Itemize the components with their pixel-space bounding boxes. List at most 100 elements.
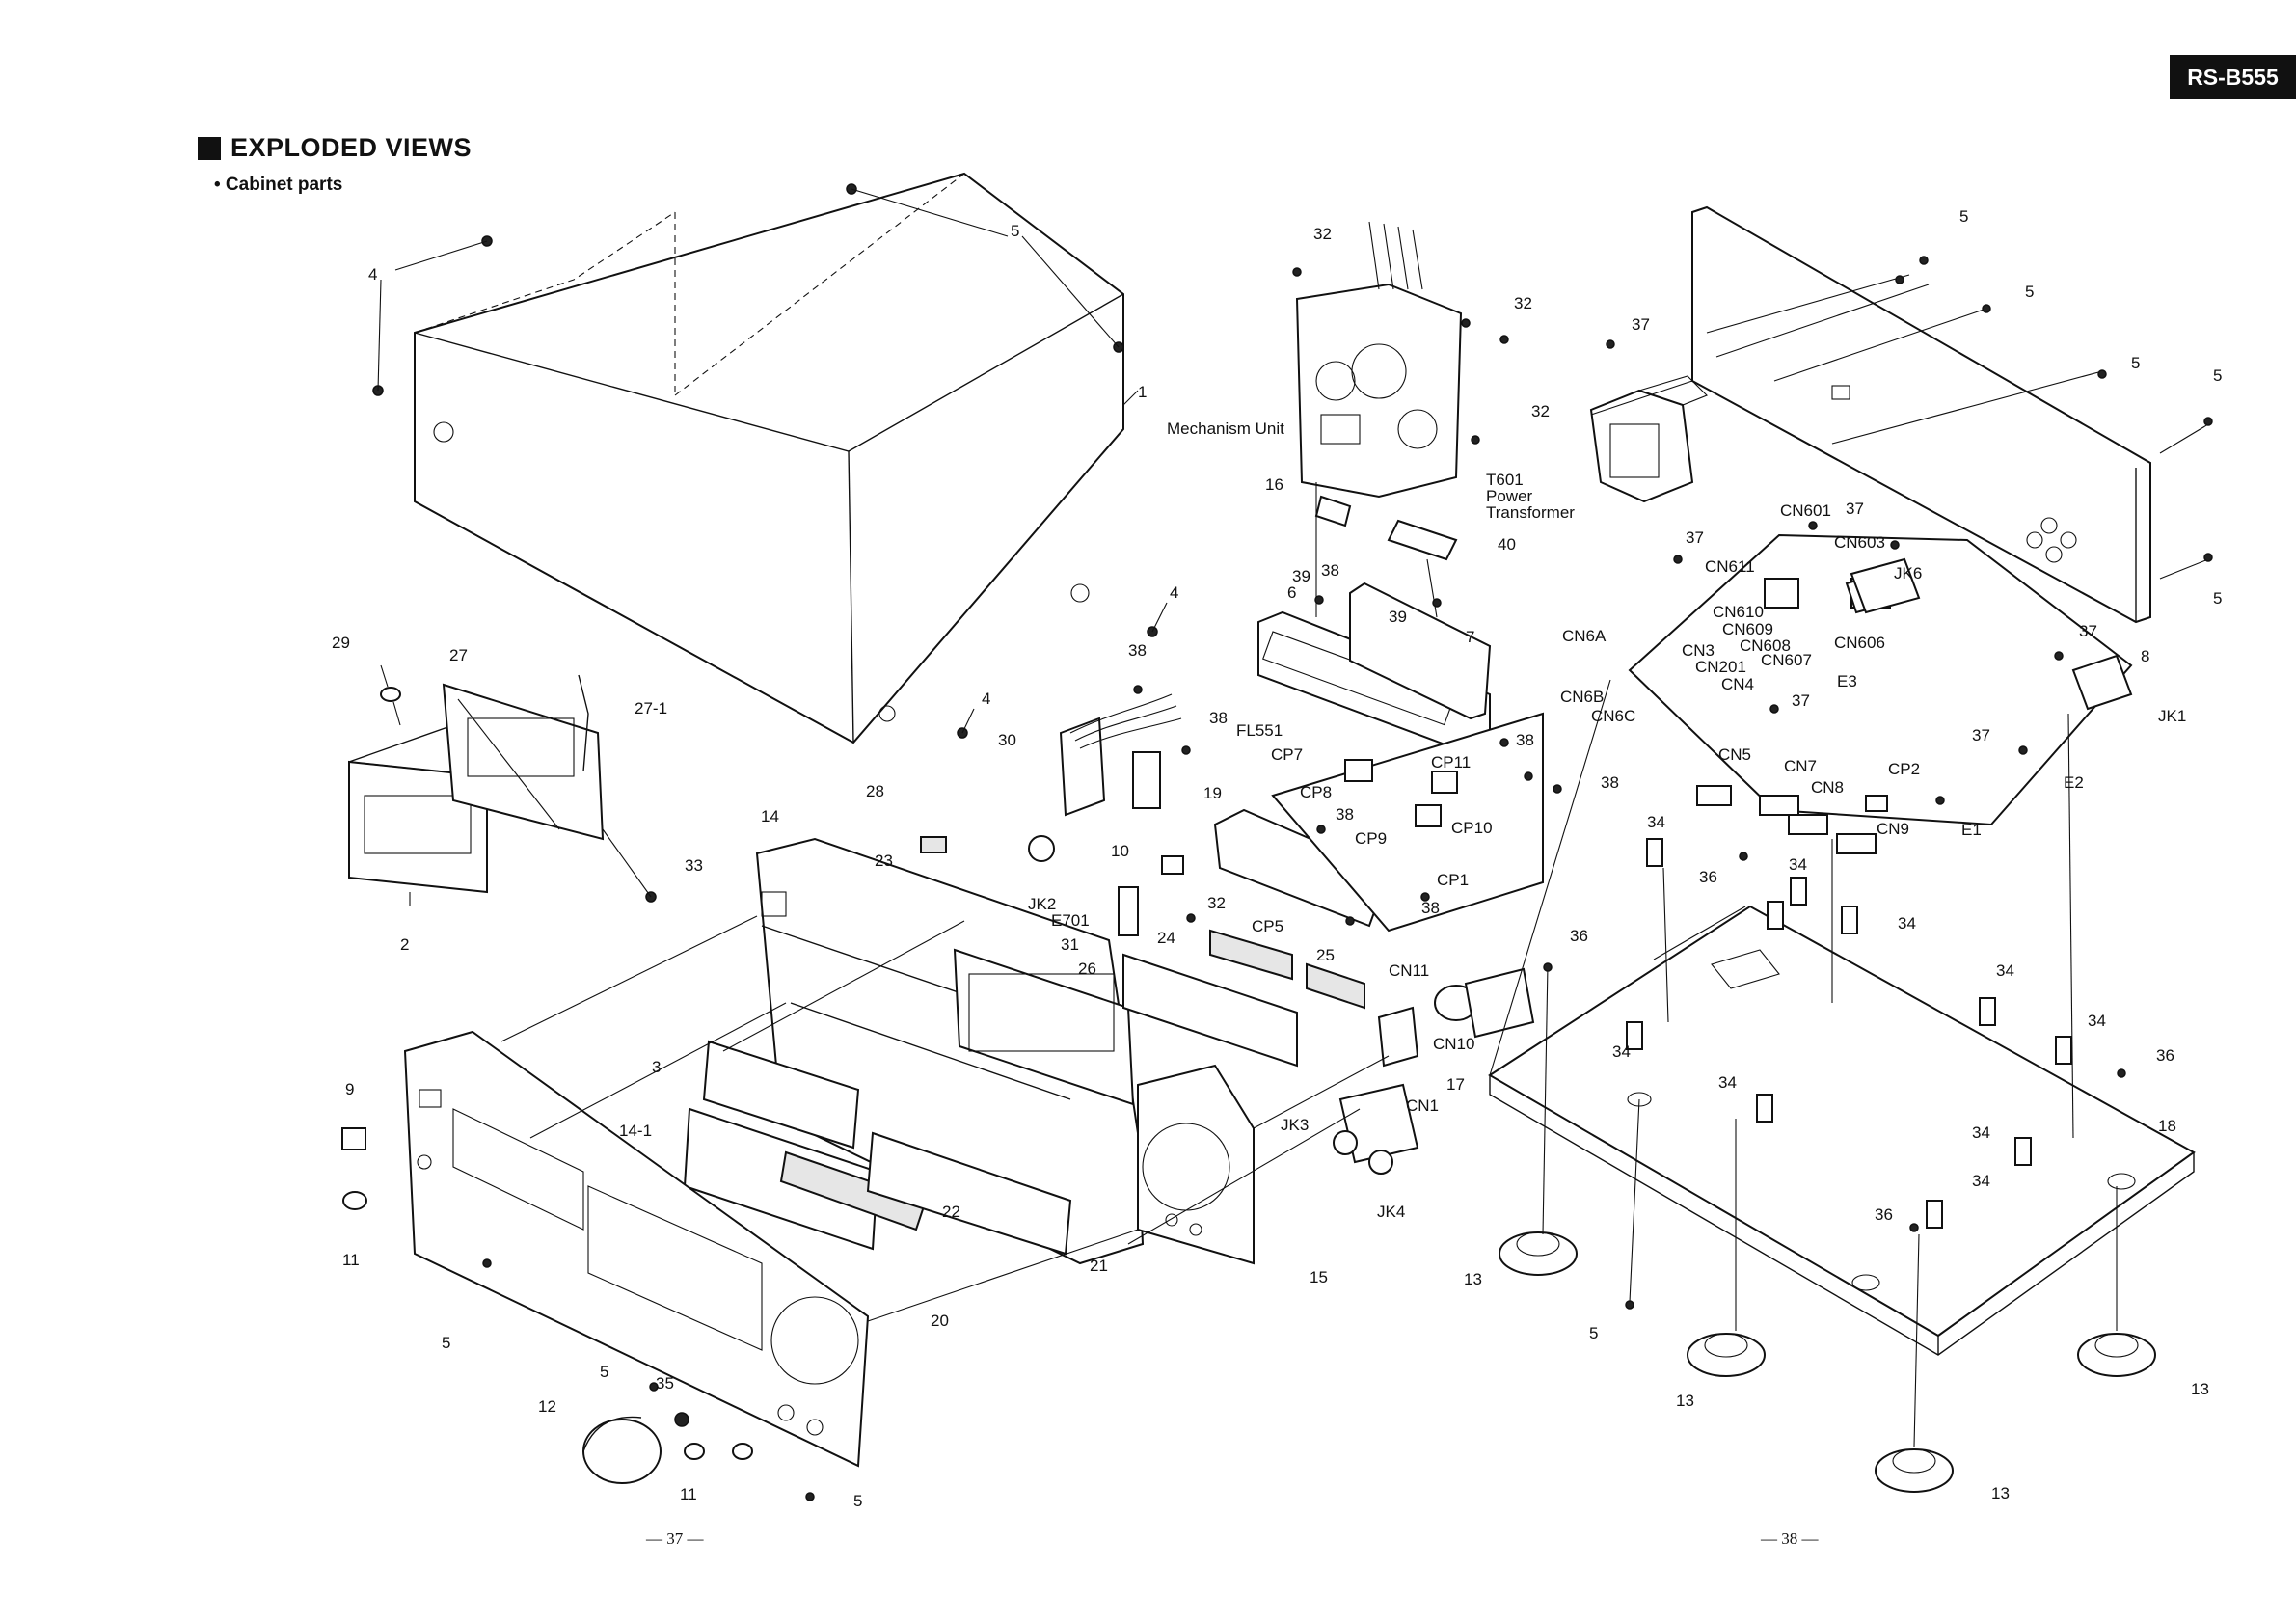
headphone-jack-board [1028, 693, 1182, 862]
label: 12 [538, 1397, 556, 1416]
label: 15 [1310, 1268, 1328, 1286]
label: 30 [998, 731, 1016, 749]
label: 25 [1316, 946, 1335, 964]
label: 3 [652, 1058, 661, 1076]
volume-knob [582, 1416, 662, 1484]
label: CN6B [1560, 688, 1604, 706]
section-title: EXPLODED VIEWS [198, 133, 472, 163]
label: 38 [1516, 731, 1534, 749]
label: 5 [1011, 222, 1019, 240]
window-3 [702, 1040, 860, 1150]
label: 27 [449, 646, 468, 664]
label: 4 [1170, 583, 1178, 602]
label: CN4 [1721, 675, 1754, 693]
label: 33 [685, 856, 703, 875]
label: 34 [1647, 813, 1665, 831]
page-number-right: — 38 — [1761, 1529, 1819, 1548]
label: 38 [1128, 641, 1147, 660]
label: CN609 [1722, 620, 1773, 638]
label: CP8 [1300, 783, 1332, 801]
label: Transformer [1486, 503, 1575, 522]
label: CN10 [1433, 1035, 1474, 1053]
label: CN610 [1713, 603, 1764, 621]
fl-display-board [1257, 582, 1492, 754]
page-number-left: — 37 — [646, 1529, 704, 1548]
label: 11 [680, 1485, 697, 1503]
label: 10 [1111, 842, 1129, 860]
label: 27-1 [635, 699, 667, 717]
label: T601 [1486, 471, 1524, 489]
model-tag: RS-B555 [2170, 55, 2296, 99]
label: 4 [368, 265, 377, 284]
label: 32 [1207, 894, 1226, 912]
label: 24 [1157, 929, 1175, 947]
label: 7 [1466, 628, 1474, 646]
label: 5 [2131, 354, 2140, 372]
power-transformer [1589, 375, 1708, 503]
label: 1 [1138, 383, 1147, 401]
label: 5 [2213, 366, 2222, 385]
label: 16 [1265, 475, 1283, 494]
label: 28 [866, 782, 884, 800]
label: 38 [1209, 709, 1228, 727]
section-title-text: EXPLODED VIEWS [230, 133, 473, 162]
label: 13 [2191, 1380, 2209, 1398]
label: 40 [1498, 535, 1516, 554]
bottom-chassis [1488, 905, 2196, 1356]
label: E1 [1961, 821, 1982, 839]
label: CN7 [1784, 757, 1817, 775]
label: CP10 [1451, 819, 1493, 837]
label: CN603 [1834, 533, 1885, 552]
label: Power [1486, 487, 1533, 505]
label: 34 [1972, 1172, 1990, 1190]
label: 34 [1996, 961, 2014, 980]
label: 39 [1292, 567, 1310, 585]
top-cover [414, 172, 1124, 744]
label: 5 [2213, 589, 2222, 608]
label: 37 [1686, 528, 1704, 547]
label: 13 [1676, 1392, 1694, 1410]
label: CN8 [1811, 778, 1844, 797]
label: CN11 [1389, 961, 1429, 980]
front-panel [403, 1030, 870, 1468]
label: 13 [1464, 1270, 1482, 1288]
label: 22 [942, 1203, 960, 1221]
label: CN6C [1591, 707, 1635, 725]
label: 26 [1078, 960, 1096, 978]
label: 14 [761, 807, 779, 825]
label: 5 [2025, 283, 2034, 301]
label: JK1 [2158, 707, 2186, 725]
mechanism-unit [1295, 221, 1463, 561]
label: CN5 [1718, 745, 1751, 764]
label: CN608 [1740, 636, 1791, 655]
label: 34 [2088, 1012, 2106, 1030]
label: E701 [1051, 911, 1090, 930]
label: JK4 [1377, 1203, 1405, 1221]
label: CP7 [1271, 745, 1303, 764]
label: 34 [1612, 1042, 1631, 1061]
label: 37 [1846, 500, 1864, 518]
label: 13 [1991, 1484, 2010, 1502]
label: Mechanism Unit [1167, 419, 1284, 438]
label: 4 [982, 690, 990, 708]
label: 5 [600, 1363, 608, 1381]
label: 2 [400, 935, 409, 954]
label: CP5 [1252, 917, 1283, 935]
label: 34 [1898, 914, 1916, 933]
label: E3 [1837, 672, 1857, 690]
spacers [1626, 838, 2072, 1229]
label: 18 [2158, 1117, 2176, 1135]
label: 5 [1589, 1324, 1598, 1342]
label: CP2 [1888, 760, 1920, 778]
label: JK6 [1894, 564, 1922, 582]
label: 23 [875, 852, 893, 870]
label: 32 [1313, 225, 1332, 243]
label: 37 [2079, 622, 2097, 640]
label: 5 [442, 1334, 450, 1352]
label: 17 [1446, 1075, 1465, 1094]
label: 5 [853, 1492, 862, 1510]
label: 8 [2141, 647, 2149, 665]
label: 37 [1972, 726, 1990, 744]
label: 37 [1792, 691, 1810, 710]
label: CN611 [1705, 557, 1755, 576]
